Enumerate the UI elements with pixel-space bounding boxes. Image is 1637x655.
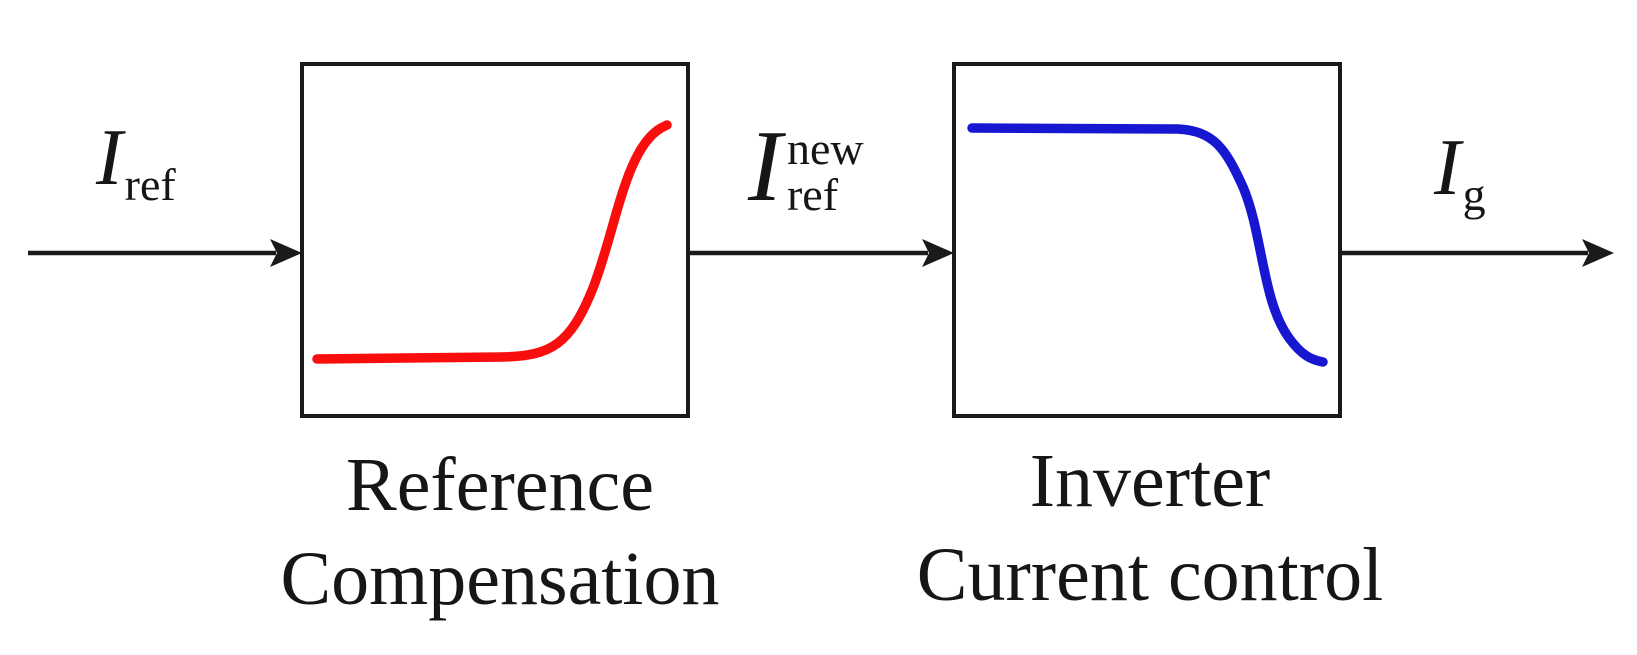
intermediate-signal-superscript: new xyxy=(786,123,864,174)
caption-line: Inverter xyxy=(1029,439,1271,523)
caption-line: Compensation xyxy=(280,537,720,621)
intermediate-arrow xyxy=(690,239,954,267)
reference-compensation-curve xyxy=(312,120,672,364)
intermediate-signal-subscript: ref xyxy=(786,169,839,220)
intermediate-signal-label: I new ref xyxy=(748,116,864,218)
output-arrow xyxy=(1342,239,1614,267)
input-arrow xyxy=(28,239,302,267)
caption-line: Reference xyxy=(346,443,654,527)
intermediate-arrowhead-icon xyxy=(922,239,954,267)
output-signal-symbol: I xyxy=(1434,124,1461,212)
caption-reference-compensation: Reference Compensation xyxy=(205,438,795,626)
input-arrowhead-icon xyxy=(270,239,302,267)
output-signal-subscript: g xyxy=(1462,169,1486,220)
block-reference-compensation xyxy=(300,62,690,418)
intermediate-signal-scripts: new ref xyxy=(786,116,864,218)
falling-sigmoid-curve xyxy=(967,123,1328,367)
input-signal-subscript: ref xyxy=(124,159,176,210)
input-signal-label: I ref xyxy=(96,114,176,208)
block-inverter-current-control xyxy=(952,62,1342,418)
rising-sigmoid-curve xyxy=(312,120,672,364)
caption-line: Current control xyxy=(916,533,1384,617)
intermediate-signal-symbol: I xyxy=(748,110,782,223)
inverter-current-control-curve xyxy=(967,123,1328,367)
input-signal-symbol: I xyxy=(96,114,123,202)
output-signal-label: I g xyxy=(1434,124,1486,218)
output-arrowhead-icon xyxy=(1582,239,1614,267)
caption-inverter-current-control: Inverter Current control xyxy=(857,434,1443,622)
